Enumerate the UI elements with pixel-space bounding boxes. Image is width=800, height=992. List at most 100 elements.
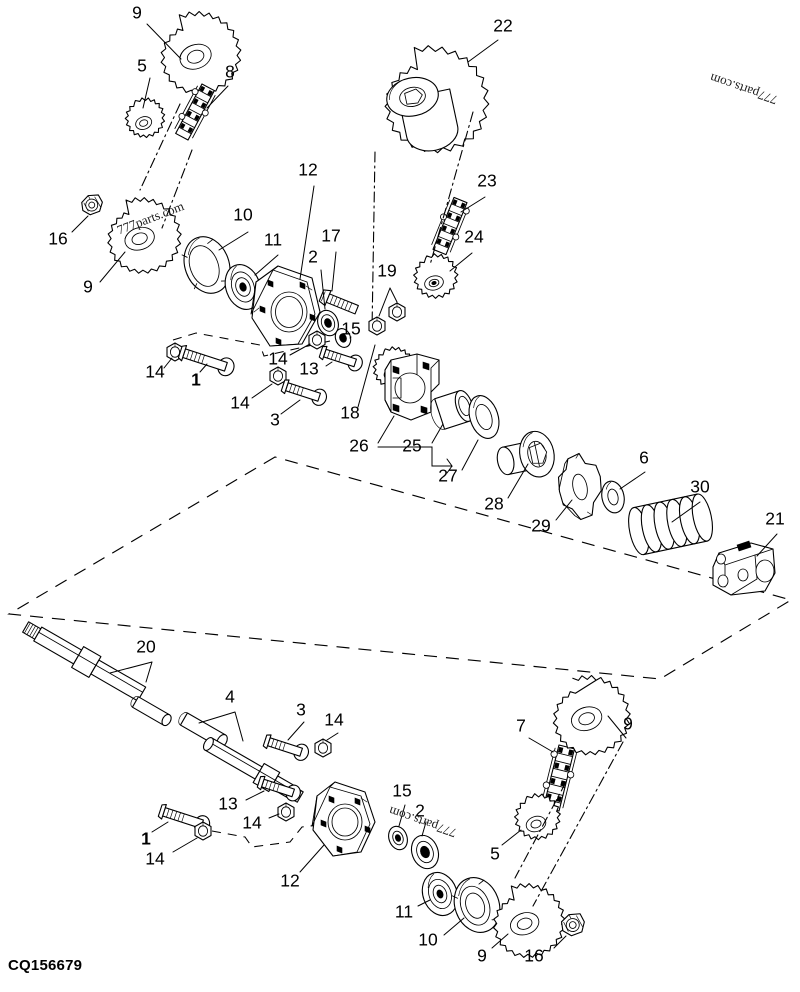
leader-3a <box>280 399 301 415</box>
callout-17: 17 <box>321 226 340 246</box>
leader-1b <box>151 821 169 833</box>
callout-5: 5 <box>490 844 500 864</box>
callout-23: 23 <box>477 171 496 191</box>
callout-28: 28 <box>484 494 503 514</box>
leader-21 <box>756 533 778 557</box>
leader-3b <box>287 721 305 741</box>
callout-12: 12 <box>280 871 299 891</box>
leader-18 <box>357 344 376 408</box>
leader-10b <box>443 917 465 936</box>
leader-4 <box>198 711 244 742</box>
part-5-sprocket-upper <box>124 97 166 139</box>
callout-29: 29 <box>531 516 550 536</box>
leader-14d <box>326 732 339 741</box>
part-2-bearing-upper <box>317 309 339 337</box>
alignment-lines-topright <box>371 111 474 331</box>
leader-29 <box>555 499 573 521</box>
leader-14c <box>289 343 311 356</box>
part-9-sprocket-top <box>160 10 242 95</box>
leader-5a <box>142 77 151 109</box>
leader-14a <box>163 357 173 369</box>
part-3-bolt-lower <box>262 734 310 761</box>
callout-9: 9 <box>83 277 93 297</box>
callout-14: 14 <box>230 393 250 413</box>
callout-14: 14 <box>145 849 165 869</box>
callout-4: 4 <box>225 687 235 707</box>
part-15-washer-lower <box>388 825 408 851</box>
leader-9c <box>607 715 627 739</box>
leader-17 <box>331 251 337 292</box>
callout-2: 2 <box>415 801 425 821</box>
callout-1: 1 <box>191 370 201 390</box>
assembly-boundary-dashed <box>7 456 793 680</box>
callout-19: 19 <box>377 261 396 281</box>
leader-12a <box>299 185 315 280</box>
callout-10: 10 <box>418 930 438 950</box>
leader-8 <box>206 85 229 109</box>
leader-30 <box>671 501 701 523</box>
callout-3: 3 <box>296 700 306 720</box>
callout-27: 27 <box>438 466 457 486</box>
part-14-locknut-l3 <box>194 821 212 841</box>
callout-16: 16 <box>48 229 67 249</box>
callout-9: 9 <box>623 714 633 734</box>
part-20-shaft <box>22 621 147 702</box>
leader-28 <box>507 463 529 499</box>
part-10-seal-flange <box>181 236 231 294</box>
part-11-bearing-lower <box>421 871 459 917</box>
part-26-gear-case-plate <box>384 353 440 421</box>
part-11-bearing <box>224 264 262 310</box>
leader-13b <box>245 790 265 801</box>
connector-dashed-lower <box>211 824 319 848</box>
leader-9b <box>99 251 126 283</box>
callout-11: 11 <box>395 902 413 922</box>
alignment-lines-lowerright <box>514 741 624 907</box>
callout-30: 30 <box>690 477 710 497</box>
part-19-locknut-b <box>388 302 406 322</box>
part-12-mounting-plate-lower <box>311 781 376 857</box>
part-13-bolt-lower <box>256 775 301 802</box>
part-27-washer <box>468 395 500 439</box>
leader-1a <box>199 363 208 373</box>
leader-11a <box>254 254 279 276</box>
part-7-chain <box>541 744 577 812</box>
callout-14: 14 <box>145 362 165 382</box>
leader-7 <box>528 737 554 753</box>
callout-25: 25 <box>402 436 421 456</box>
callout-10: 10 <box>233 205 253 225</box>
part-2-bearing-lower <box>410 834 440 870</box>
part-13-bolt-upper <box>318 345 363 372</box>
leader-14b <box>251 383 273 399</box>
leader-14f <box>172 837 198 853</box>
part-17-bolt <box>318 289 359 315</box>
leader-6 <box>619 471 646 490</box>
leader-23 <box>460 196 486 213</box>
part-3-bolt-upper <box>280 379 328 406</box>
callout-24: 24 <box>464 227 484 247</box>
part-6-washer <box>601 480 625 514</box>
callout-18: 18 <box>340 403 359 423</box>
callout-1: 1 <box>141 829 151 849</box>
callout-16: 16 <box>524 946 543 966</box>
part-12-mounting-plate-upper <box>250 265 321 347</box>
callout-26: 26 <box>349 436 368 456</box>
part-16-nut <box>81 194 103 216</box>
part-20-key <box>130 696 172 727</box>
leader-10a <box>218 231 249 251</box>
part-23-chain <box>431 196 470 256</box>
leader-9d <box>491 933 509 949</box>
callout-9: 9 <box>477 946 487 966</box>
leader-15b <box>398 804 406 827</box>
bracket-26-25 <box>377 446 453 474</box>
callout-14: 14 <box>324 710 344 730</box>
callout-14: 14 <box>242 813 262 833</box>
part-15-washer-upper <box>334 328 352 348</box>
part-16-nut-lower <box>560 913 585 937</box>
callout-2: 2 <box>308 247 318 267</box>
leader-19 <box>378 287 398 317</box>
leader-16b <box>553 935 567 949</box>
part-21-clevis-bracket <box>712 540 776 596</box>
callout-11: 11 <box>264 230 282 250</box>
callout-3: 3 <box>270 410 280 430</box>
